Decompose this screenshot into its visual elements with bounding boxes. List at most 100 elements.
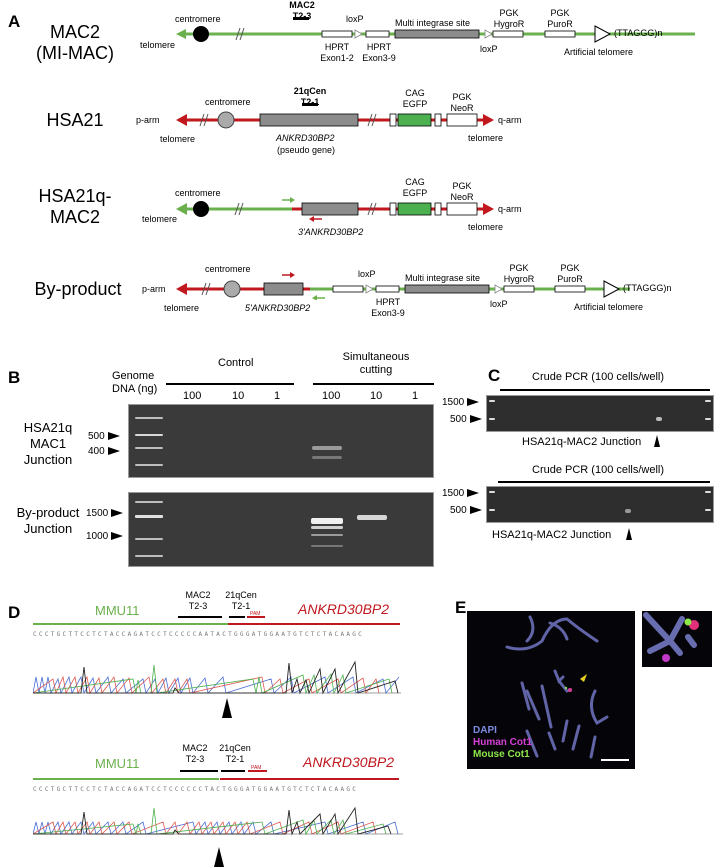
gel1-side-label: HSA21q MAC1 Junction bbox=[8, 420, 88, 468]
marker-arrow-icon bbox=[111, 509, 124, 518]
guide1-bar bbox=[180, 770, 218, 772]
genome-line2: DNA (ng) bbox=[112, 383, 158, 395]
marker-arrow-icon bbox=[111, 532, 124, 541]
row-title-hsa21: HSA21 bbox=[46, 110, 104, 130]
pgk-line2: NeoR bbox=[450, 192, 474, 202]
lane-label: 1 bbox=[274, 390, 281, 402]
mac2-t2-3-label: MAC2 T2-3 bbox=[284, 0, 320, 22]
pam-label: PAM bbox=[251, 765, 262, 771]
guide2-label: 21qCen T2-1 bbox=[224, 590, 258, 612]
hprt-line1: HPRT bbox=[366, 42, 392, 52]
side-line3: Junction bbox=[23, 452, 73, 467]
telomere-label-right: telomere bbox=[468, 133, 504, 143]
marker-label: 1500 bbox=[442, 397, 465, 408]
ttaggg-label: (TTAGGG)n bbox=[623, 283, 672, 293]
pgk-hygror-label: PGK HygroR bbox=[493, 8, 525, 30]
group-line1: Simultaneous bbox=[342, 351, 410, 363]
gel-by-product-junction bbox=[128, 492, 434, 567]
legend-dapi: DAPI bbox=[473, 725, 497, 736]
loxp-label: loxP bbox=[358, 269, 376, 279]
21qcen-t2-1-label: 21qCen T2-1 bbox=[292, 86, 328, 108]
sequence-text: CCCTGCTTCCTCTACCAGATCCTCCCCCAATACTGGGATG… bbox=[33, 631, 365, 638]
marker-label: 1000 bbox=[86, 531, 109, 542]
cut-site-arrow-icon bbox=[222, 698, 232, 718]
legend-mouse-cot1: Mouse Cot1 bbox=[473, 749, 530, 760]
marker-1500: 1500 bbox=[86, 508, 124, 519]
hprt-line2: Exon3-9 bbox=[362, 53, 396, 63]
marker-1500: 1500 bbox=[442, 397, 480, 408]
row-title-mac2: MAC2 (MI-MAC) bbox=[30, 22, 120, 64]
marker-label: 400 bbox=[88, 446, 105, 457]
marker-500: 500 bbox=[450, 505, 482, 516]
ankrd30bp2-label: ANKRD30BP2 bbox=[298, 601, 390, 617]
simultaneous-bar bbox=[313, 383, 434, 385]
hprt-exon3-9-label: HPRT Exon3-9 bbox=[360, 42, 398, 64]
hsa21q-mac2-construct bbox=[176, 197, 494, 222]
gel-hsa21q-mac1-junction bbox=[128, 404, 434, 478]
pam-bar bbox=[248, 770, 267, 772]
telomere-label: telomere bbox=[160, 134, 196, 144]
panel-a-letter: A bbox=[8, 12, 21, 31]
cut-site-arrow-icon bbox=[214, 847, 224, 867]
ankrd30bp2-label: ANKRD30BP2 bbox=[276, 133, 335, 143]
telomere-label: telomere bbox=[142, 214, 178, 224]
marker-label: 500 bbox=[450, 414, 467, 425]
ankrd30bp2-label: ANKRD30BP2 bbox=[303, 754, 395, 770]
panel-e-letter: E bbox=[455, 598, 467, 617]
row-title-line1: HSA21q- bbox=[38, 186, 112, 206]
pgk-line1: PGK bbox=[550, 8, 570, 18]
guide-line2: T2-1 bbox=[231, 601, 251, 611]
marker-500: 500 bbox=[88, 431, 120, 442]
cag-egfp-label: CAG EGFP bbox=[398, 177, 432, 199]
cag-line1: CAG bbox=[405, 177, 425, 187]
row-title-hsa21q-mac2: HSA21q- MAC2 bbox=[30, 186, 120, 228]
crude-pcr-bar-1 bbox=[500, 389, 710, 391]
multi-integrase-label: Multi integrase site bbox=[405, 273, 481, 283]
control-group-label: Control bbox=[218, 357, 254, 369]
3-ankrd30bp2-label: 3'ANKRD30BP2 bbox=[298, 227, 364, 237]
crude-pcr-header-2: Crude PCR (100 cells/well) bbox=[532, 464, 665, 476]
marker-label: 500 bbox=[450, 505, 467, 516]
guide1-label: MAC2 T2-3 bbox=[177, 590, 219, 612]
lane-label: 100 bbox=[183, 390, 202, 402]
crude-pcr-gel-1 bbox=[486, 395, 714, 432]
marker-1500: 1500 bbox=[442, 488, 480, 499]
hprt-line2: Exon3-9 bbox=[371, 308, 405, 318]
junction-caption-1: HSA21q-MAC2 Junction bbox=[522, 436, 642, 448]
loxp-label-2: loxP bbox=[480, 44, 498, 54]
target-line2: T2-3 bbox=[292, 11, 312, 21]
chromatogram-2 bbox=[33, 806, 403, 836]
legend-human-cot1: Human Cot1 bbox=[473, 737, 532, 748]
pgk-line2: PuroR bbox=[547, 19, 573, 29]
pam-label: PAM bbox=[250, 611, 261, 617]
target-line1: 21qCen bbox=[293, 86, 327, 96]
5-ankrd30bp2-label: 5'ANKRD30BP2 bbox=[245, 303, 311, 313]
lane-label: 10 bbox=[232, 390, 245, 402]
marker-label: 1500 bbox=[86, 508, 109, 519]
q-arm-label: q-arm bbox=[498, 204, 522, 214]
chromatogram-1 bbox=[33, 660, 401, 695]
marker-arrow-icon bbox=[469, 506, 482, 515]
pgk-line2: HygroR bbox=[503, 274, 535, 284]
pgk-neor-label: PGK NeoR bbox=[446, 92, 478, 114]
loxp-label: loxP bbox=[346, 14, 364, 24]
target-line1: MAC2 bbox=[289, 0, 315, 10]
hsa21-construct bbox=[176, 103, 494, 129]
side-line2: Junction bbox=[23, 521, 73, 536]
marker-arrow-icon bbox=[467, 398, 480, 407]
marker-400: 400 bbox=[88, 446, 120, 457]
p-arm-label: p-arm bbox=[142, 284, 166, 294]
guide-line2: T2-3 bbox=[188, 601, 208, 611]
cag-egfp-label: CAG EGFP bbox=[398, 88, 432, 110]
ankrd-bar bbox=[220, 778, 399, 780]
guide-line2: T2-1 bbox=[225, 754, 245, 764]
cag-line1: CAG bbox=[405, 88, 425, 98]
guide1-label: MAC2 T2-3 bbox=[174, 743, 216, 765]
hprt-line2: Exon1-2 bbox=[320, 53, 354, 63]
chromosome-spread bbox=[505, 615, 609, 759]
row-title-line2: MAC2 bbox=[49, 207, 100, 227]
panel-d-letter: D bbox=[8, 603, 21, 622]
loxp-label-2: loxP bbox=[490, 299, 508, 309]
side-line2: MAC1 bbox=[29, 436, 67, 451]
marker-label: 500 bbox=[88, 431, 105, 442]
